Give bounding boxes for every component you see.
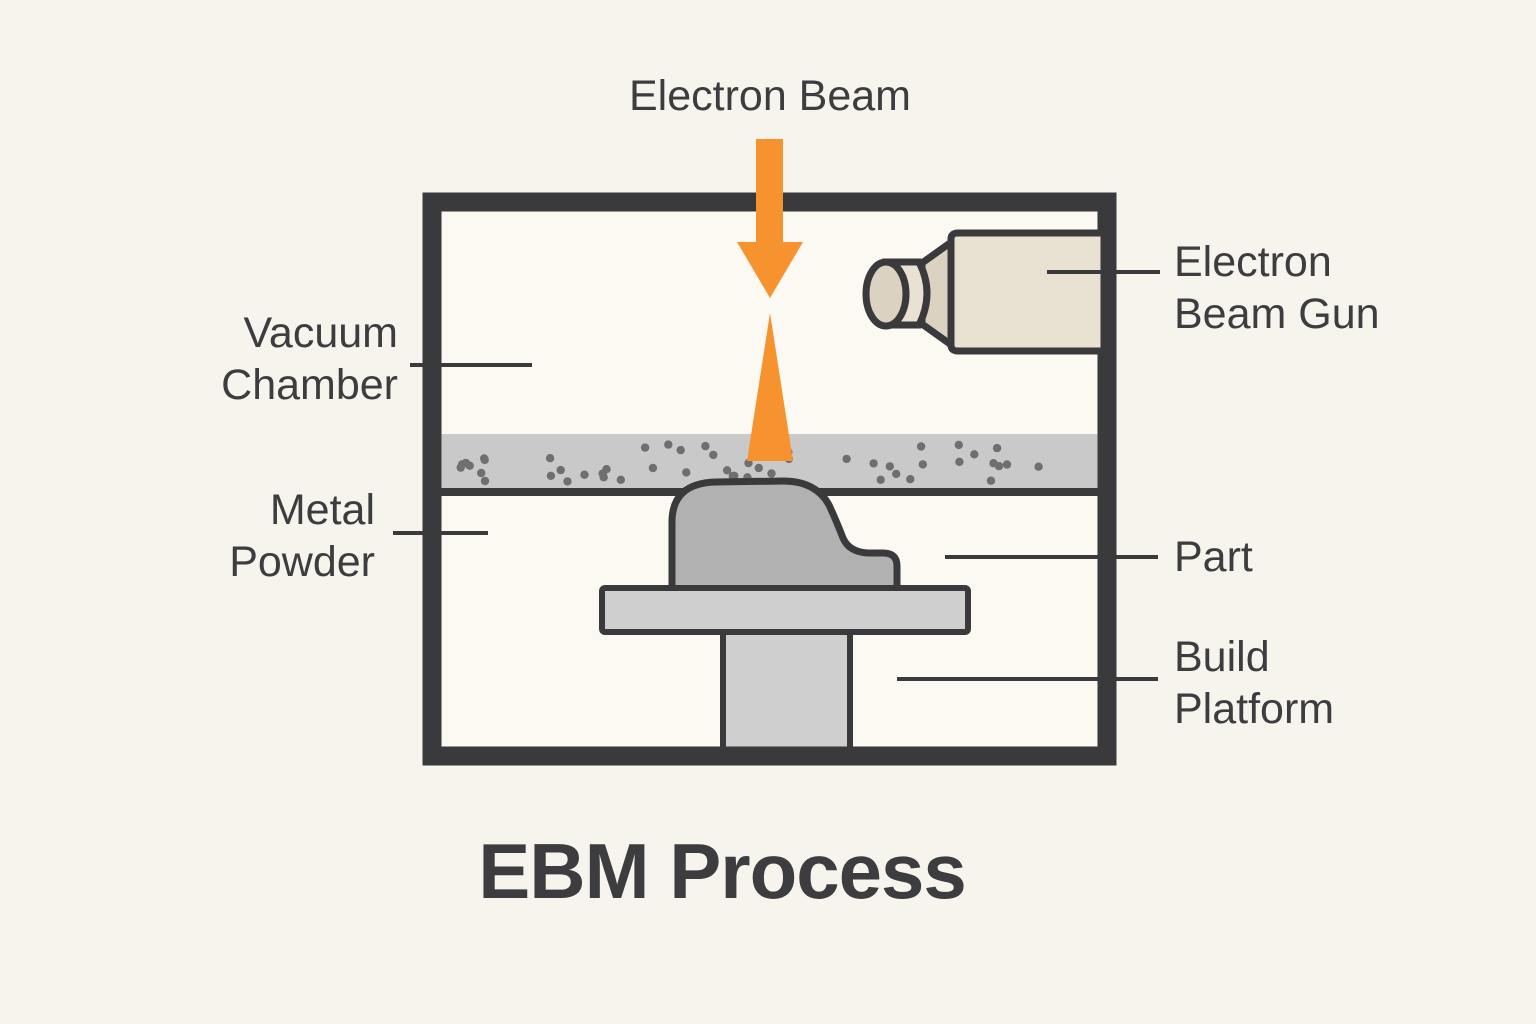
label-vacuum-chamber: Vacuum Chamber xyxy=(140,307,398,411)
build-platform-shape xyxy=(599,585,971,635)
gun-body xyxy=(947,229,1108,355)
label-metal-powder: Metal Powder xyxy=(140,484,375,588)
label-line: Platform xyxy=(1174,685,1335,733)
label-line: Build xyxy=(1174,633,1270,681)
label-line: Metal xyxy=(269,486,375,534)
label-line: Electron xyxy=(1174,238,1332,286)
label-electron-beam: Electron Beam xyxy=(628,72,912,120)
electron-beam-arrow-icon xyxy=(737,139,803,298)
powder-dots xyxy=(456,440,1043,486)
label-line: Powder xyxy=(229,538,375,586)
label-build-platform: Build Platform xyxy=(1174,631,1334,735)
label-line: Chamber xyxy=(221,361,398,409)
label-part: Part xyxy=(1174,533,1253,581)
label-line: Beam Gun xyxy=(1174,290,1380,338)
pedestal xyxy=(720,625,853,755)
diagram-title: EBM Process xyxy=(478,827,967,915)
gun-nozzle-opening xyxy=(862,258,910,330)
electron-beam-gun xyxy=(862,229,1108,355)
electron-beam-cone xyxy=(747,313,793,461)
label-electron-beam-gun: Electron Beam Gun xyxy=(1174,236,1380,340)
part-shape xyxy=(668,477,901,594)
label-line: Vacuum xyxy=(243,309,398,357)
